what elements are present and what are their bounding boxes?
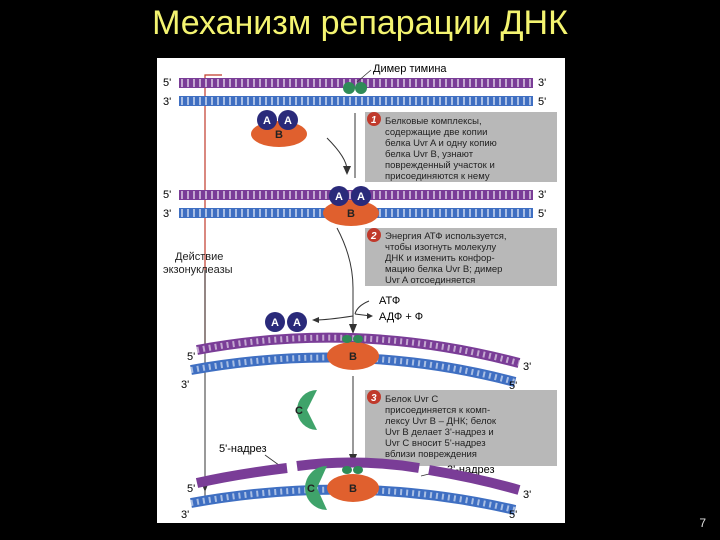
svg-text:C: C	[307, 483, 315, 495]
svg-text:A: A	[293, 317, 301, 329]
svg-text:1: 1	[371, 115, 377, 126]
svg-text:B: B	[347, 208, 355, 220]
strand-5-label: 5'	[509, 380, 517, 392]
uvr-complex-ab: B A A	[251, 110, 307, 147]
svg-text:B: B	[275, 129, 283, 141]
dna-duplex-4-nicked: B C	[190, 457, 521, 515]
svg-text:B: B	[349, 483, 357, 495]
step-box-2: 2 Энергия АТФ используется, чтобы изогну…	[365, 228, 557, 286]
strand-5-label: 5'	[187, 351, 195, 363]
dna-repair-figure: 5' 3' 3' 5' Димер тимина B A A 1 Белковы…	[157, 58, 565, 523]
uvr-c-protein: C	[295, 390, 317, 430]
nick-5-label: 5'-надрез	[219, 443, 267, 455]
svg-text:Белок Uvr C присоединяет: Белок Uvr C присоединяется к комп- лексу…	[385, 394, 499, 460]
svg-text:A: A	[263, 115, 271, 127]
strand-5-label: 5'	[538, 208, 546, 220]
exonuclease-label: Действие экзонуклеазы	[163, 251, 233, 276]
uvr-complex-ab-bound: B A A	[323, 186, 379, 226]
svg-text:A: A	[271, 317, 279, 329]
thymine-dimer-icon	[343, 82, 355, 94]
svg-text:2: 2	[370, 231, 377, 242]
step-box-1: 1 Белковые комплексы, содержащие две коп…	[365, 112, 557, 182]
strand-5-label: 5'	[163, 77, 171, 89]
svg-text:A: A	[335, 191, 343, 203]
strand-3-label: 3'	[523, 361, 531, 373]
atp-label: АТФ	[379, 295, 400, 307]
svg-text:Белковые комплексы, соде: Белковые комплексы, содержащие две копии…	[385, 116, 499, 182]
svg-text:A: A	[284, 115, 292, 127]
dna-duplex-1	[179, 78, 533, 106]
svg-text:Энергия АТФ используется,: Энергия АТФ используется, чтобы изогнуть…	[385, 231, 509, 286]
uvr-a-dimer-released: A A	[265, 312, 307, 332]
strand-3-label: 3'	[163, 96, 171, 108]
strand-3-label: 3'	[538, 77, 546, 89]
strand-3-label: 3'	[523, 489, 531, 501]
strand-3-label: 3'	[538, 189, 546, 201]
svg-text:A: A	[357, 191, 365, 203]
svg-text:C: C	[295, 405, 303, 417]
svg-text:B: B	[349, 351, 357, 363]
adp-label: АДФ + Ф	[379, 311, 423, 323]
strand-5-label: 5'	[187, 483, 195, 495]
slide-title: Механизм репарации ДНК	[152, 4, 568, 42]
strand-3-label: 3'	[181, 509, 189, 521]
page-number: 7	[699, 516, 706, 530]
strand-5-label: 5'	[538, 96, 546, 108]
dna-duplex-3-bent: B	[190, 332, 521, 387]
strand-5-label: 5'	[163, 189, 171, 201]
thymine-dimer-label: Димер тимина	[373, 63, 447, 75]
strand-5-label: 5'	[509, 509, 517, 521]
strand-3-label: 3'	[181, 379, 189, 391]
strand-3-label: 3'	[163, 208, 171, 220]
svg-text:3: 3	[371, 393, 377, 404]
step-box-3: 3 Белок Uvr C присоединяется к комп- лек…	[365, 390, 557, 466]
